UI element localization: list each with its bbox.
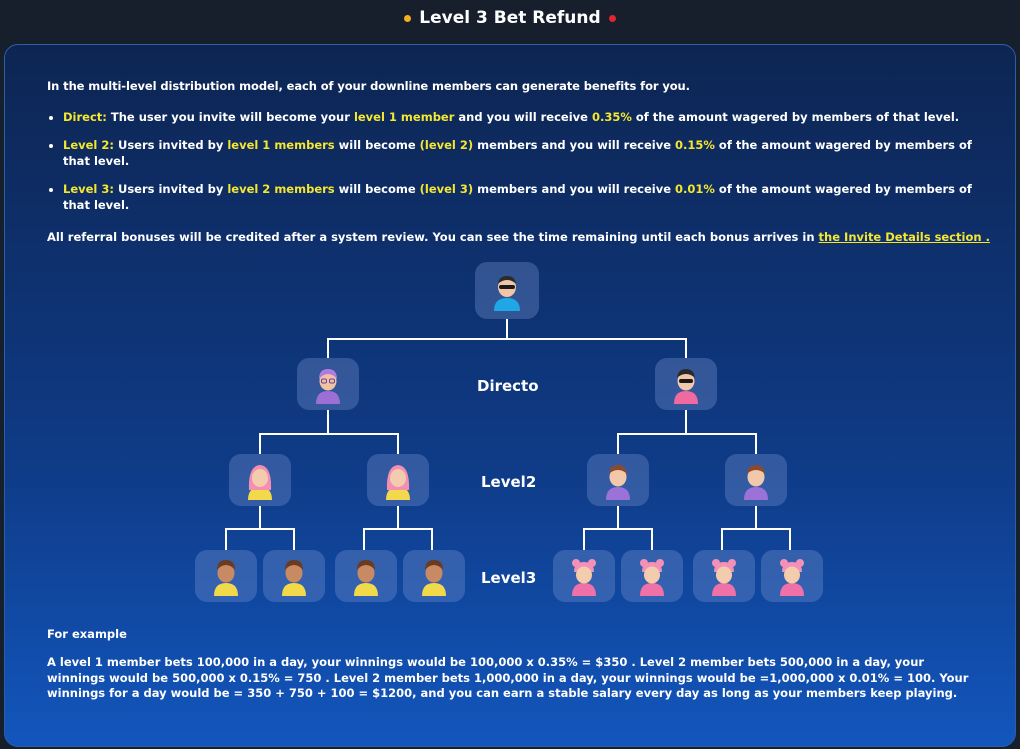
tree-node-level2 (367, 454, 429, 506)
header-dot-right-icon (608, 14, 616, 22)
rule-highlight: level 1 member (353, 110, 455, 124)
rule-highlight: level 2 members (227, 182, 335, 196)
rule-highlight: level 1 members (227, 138, 335, 152)
rule-percent: 0.35% (591, 110, 632, 124)
level3-label: Level3 (481, 569, 537, 587)
tree-node-level2 (587, 454, 649, 506)
tree-node-you (475, 262, 539, 319)
tree-node-level3 (621, 550, 683, 602)
rule-text: of the amount wagered by members of that… (63, 182, 972, 212)
tree-node-direct-left (297, 358, 359, 410)
example-title: For example (47, 627, 127, 641)
member-avatar-curly-icon (354, 560, 378, 596)
rule-direct: Direct: The user you invite will become … (63, 109, 983, 125)
rule-percent: 0.15% (675, 138, 715, 152)
tree-node-level2 (229, 454, 291, 506)
tree-node-level3 (263, 550, 325, 602)
rule-text: of the amount wagered by members of that… (63, 138, 972, 168)
intro-text: In the multi-level distribution model, e… (47, 79, 690, 93)
tree-node-level3 (693, 550, 755, 602)
member-avatar-ponytail-icon (606, 465, 630, 500)
rule-text: Users invited by (113, 182, 228, 196)
credit-note: All referral bonuses will be credited af… (47, 230, 990, 244)
rule-text: and you will receive (454, 110, 592, 124)
tree-node-level3 (553, 550, 615, 602)
member-avatar-pink-bear-icon (572, 559, 596, 596)
tree-node-level3 (761, 550, 823, 602)
level2-label: Level2 (481, 473, 537, 491)
rule-percent: 0.01% (675, 182, 715, 196)
member-avatar-pink-bear-icon (780, 559, 804, 596)
member-avatar-curly-icon (422, 560, 446, 596)
example-body: A level 1 member bets 100,000 in a day, … (47, 655, 969, 700)
rule-text: members and you will receive (473, 138, 676, 152)
rule-text: will become (334, 182, 420, 196)
member-avatar-pink-bear-icon (640, 559, 664, 596)
rule-text: will become (334, 138, 420, 152)
rules-list: Direct: The user you invite will become … (47, 109, 983, 225)
rule-level2: Level 2: Users invited by level 1 member… (63, 137, 983, 169)
invite-details-link[interactable]: the Invite Details section . (818, 230, 990, 244)
rule-label: Level 2: (63, 138, 114, 152)
rule-text: Users invited by (113, 138, 228, 152)
member-avatar-pink-hair-icon (248, 465, 272, 500)
user-avatar-sunglasses-icon (494, 275, 520, 311)
rule-level3: Level 3: Users invited by level 2 member… (63, 181, 983, 213)
page-title: Level 3 Bet Refund (419, 8, 601, 28)
tree-node-level2 (725, 454, 787, 506)
credit-text: All referral bonuses will be credited af… (47, 230, 819, 244)
member-avatar-purple-icon (316, 369, 340, 404)
member-avatar-ponytail-icon (744, 465, 768, 500)
tree-node-level3 (335, 550, 397, 602)
member-avatar-glasses-pink-icon (674, 369, 698, 404)
header-bar: Level 3 Bet Refund (0, 0, 1020, 36)
tree-node-level3 (195, 550, 257, 602)
tree-node-direct-right (655, 358, 717, 410)
rule-highlight: (level 2) (419, 138, 474, 152)
tree-node-level3 (403, 550, 465, 602)
member-avatar-pink-hair-icon (386, 465, 410, 500)
info-panel: In the multi-level distribution model, e… (4, 44, 1016, 747)
level1-label: Directo (477, 377, 539, 395)
header-dot-left-icon (404, 14, 412, 22)
rule-text: of the amount wagered by members of that… (631, 110, 960, 124)
rule-text: members and you will receive (473, 182, 676, 196)
member-avatar-pink-bear-icon (712, 559, 736, 596)
rule-label: Level 3: (63, 182, 114, 196)
member-avatar-curly-icon (282, 560, 306, 596)
rule-highlight: (level 3) (419, 182, 474, 196)
member-avatar-curly-icon (214, 560, 238, 596)
rule-text: The user you invite will become your (106, 110, 354, 124)
rule-label: Direct: (63, 110, 107, 124)
